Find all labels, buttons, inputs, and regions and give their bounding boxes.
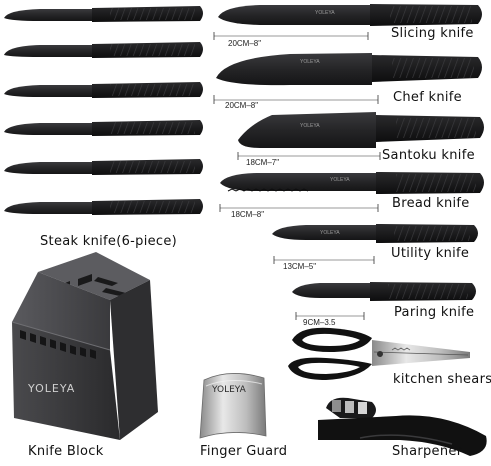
finger-guard-label: Finger Guard [200, 444, 288, 459]
paring-knife-label: Paring knife [394, 305, 475, 320]
blade-logo: YOLEYA [300, 59, 320, 65]
steak-knife-group [4, 6, 203, 215]
sharpener-label: Sharpener [392, 444, 463, 459]
knife-block: YOLEYA [11, 252, 158, 440]
chef-knife: YOLEYA [216, 53, 482, 86]
santoku-knife-label: Santoku knife [382, 148, 475, 163]
paring-knife-size: 9CM–3.5 [303, 318, 336, 327]
utility-knife-size: 13CM–5" [283, 262, 317, 271]
chef-knife-label: Chef knife [393, 90, 462, 105]
steak-knife [4, 82, 203, 98]
knife-block-label: Knife Block [28, 444, 104, 459]
santoku-knife-size: 18CM–7" [246, 158, 280, 167]
santoku-knife: YOLEYA [238, 112, 484, 148]
bread-knife: YOLEYA [220, 172, 484, 194]
blade-logo: YOLEYA [330, 177, 350, 183]
kitchen-shears-label: kitchen shears [393, 372, 491, 387]
steak-knife [4, 42, 203, 58]
steak-knife [4, 6, 203, 22]
blade-logo: YOLEYA [320, 230, 340, 236]
blade-logo: YOLEYA [315, 10, 335, 16]
utility-knife: YOLEYA [272, 224, 478, 243]
sharpener [318, 397, 487, 456]
utility-knife-label: Utility knife [391, 246, 470, 261]
steak-knife [4, 120, 203, 136]
kitchen-shears [288, 327, 470, 380]
slicing-knife-size: 20CM–8" [228, 39, 262, 48]
slicing-knife: YOLEYA [218, 4, 482, 26]
chef-knife-size: 20CM–8" [225, 101, 259, 110]
finger-guard: YOLEYA [199, 373, 267, 439]
steak-knife [4, 199, 203, 215]
block-logo: YOLEYA [27, 382, 75, 395]
blade-logo: YOLEYA [300, 123, 320, 129]
paring-knife [292, 282, 476, 301]
bread-knife-label: Bread knife [392, 196, 470, 211]
bread-knife-size: 18CM–8" [231, 210, 265, 219]
guard-logo: YOLEYA [211, 385, 247, 395]
steak-knife [4, 159, 203, 175]
slicing-knife-label: Slicing knife [391, 26, 474, 41]
steak-knife-label: Steak knife(6-piece) [40, 234, 178, 249]
